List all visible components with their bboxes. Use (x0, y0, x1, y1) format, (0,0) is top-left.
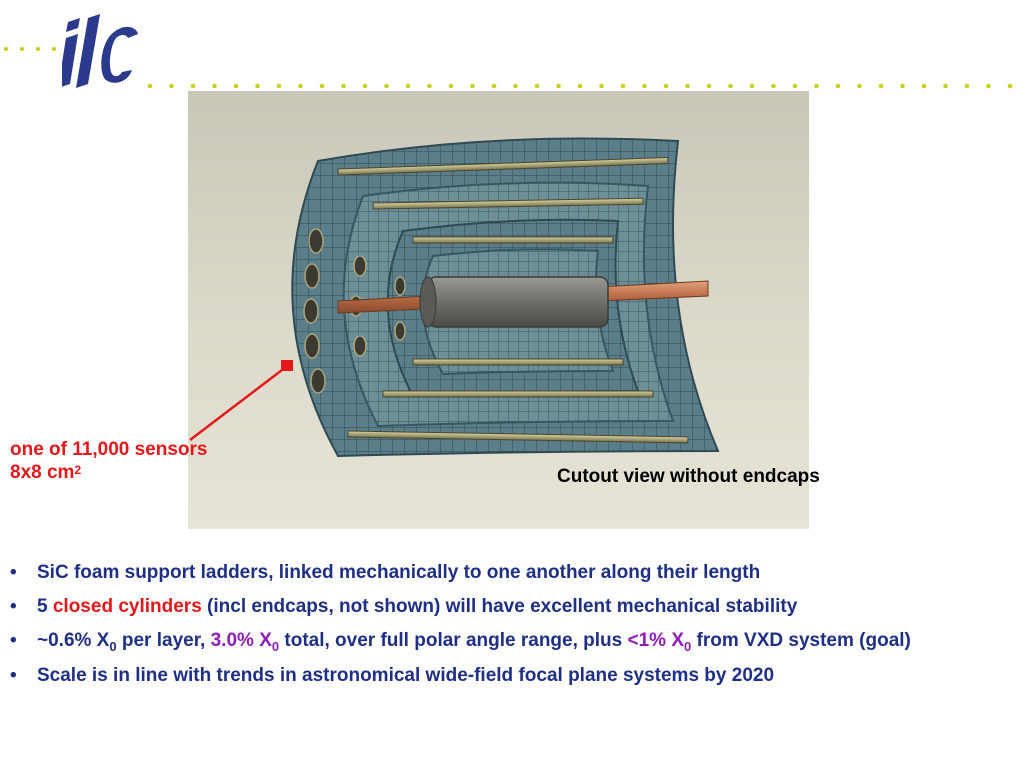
decorative-dot (276, 83, 282, 89)
bullet-item-material-budget: •~0.6% X0 per layer, 3.0% X0 total, over… (10, 630, 911, 654)
decorative-dot (491, 83, 497, 89)
decorative-dot (362, 83, 368, 89)
decorative-dot (513, 83, 518, 89)
decorative-dot (642, 83, 647, 89)
decorative-dot (792, 83, 798, 89)
sensor-size-text: 8x8 cm2 (10, 462, 82, 483)
detector-cutout-figure (188, 91, 809, 529)
decorative-dot (728, 83, 733, 89)
decorative-dot (212, 83, 217, 89)
detector-illustration (291, 137, 720, 458)
decorative-dot (384, 83, 389, 89)
decorative-dot (319, 83, 325, 89)
decorative-dot (921, 83, 927, 89)
decorative-dot (599, 83, 604, 89)
bullet-list: •SiC foam support ladders, linked mechan… (10, 556, 1010, 693)
decorative-dot (771, 83, 776, 89)
sensor-count-text: one of 11,000 sensors (10, 439, 208, 460)
decorative-dot (448, 83, 454, 89)
decorative-dot (534, 83, 540, 89)
decorative-dot (556, 83, 561, 89)
decorative-dot (706, 83, 712, 89)
decorative-dot (943, 83, 948, 89)
ilc-logo (62, 14, 138, 88)
decorative-dotted-line (4, 47, 1013, 89)
decorative-dot (427, 83, 432, 89)
decorative-dot (663, 83, 669, 89)
decorative-dot (620, 83, 626, 89)
decorative-dot (857, 83, 862, 89)
decorative-dot (814, 83, 819, 89)
decorative-dot (233, 83, 239, 89)
decorative-dot (405, 83, 411, 89)
decorative-dot (878, 83, 884, 89)
decorative-dot (577, 83, 583, 89)
decorative-dot (749, 83, 755, 89)
decorative-dot (835, 83, 841, 89)
decorative-dot (190, 83, 196, 89)
bullet-item-cylinders: •5 closed cylinders (incl endcaps, not s… (10, 596, 798, 617)
figure-caption: Cutout view without endcaps (557, 466, 820, 487)
bullet-item-scale: •Scale is in line with trends in astrono… (10, 665, 775, 686)
decorative-dot (298, 83, 303, 89)
sensor-callout-label: one of 11,000 sensors 8x8 cm2 (10, 438, 208, 484)
bullet-item-ladders: •SiC foam support ladders, linked mechan… (10, 562, 761, 583)
decorative-dot (1007, 83, 1013, 89)
decorative-dot (986, 83, 991, 89)
decorative-dot (169, 83, 174, 89)
decorative-dot (964, 83, 970, 89)
decorative-dot (900, 83, 905, 89)
decorative-dot (470, 83, 475, 89)
decorative-dot (255, 83, 260, 89)
decorative-dot (341, 83, 346, 89)
decorative-dot (685, 83, 690, 89)
decorative-dot (147, 83, 153, 89)
